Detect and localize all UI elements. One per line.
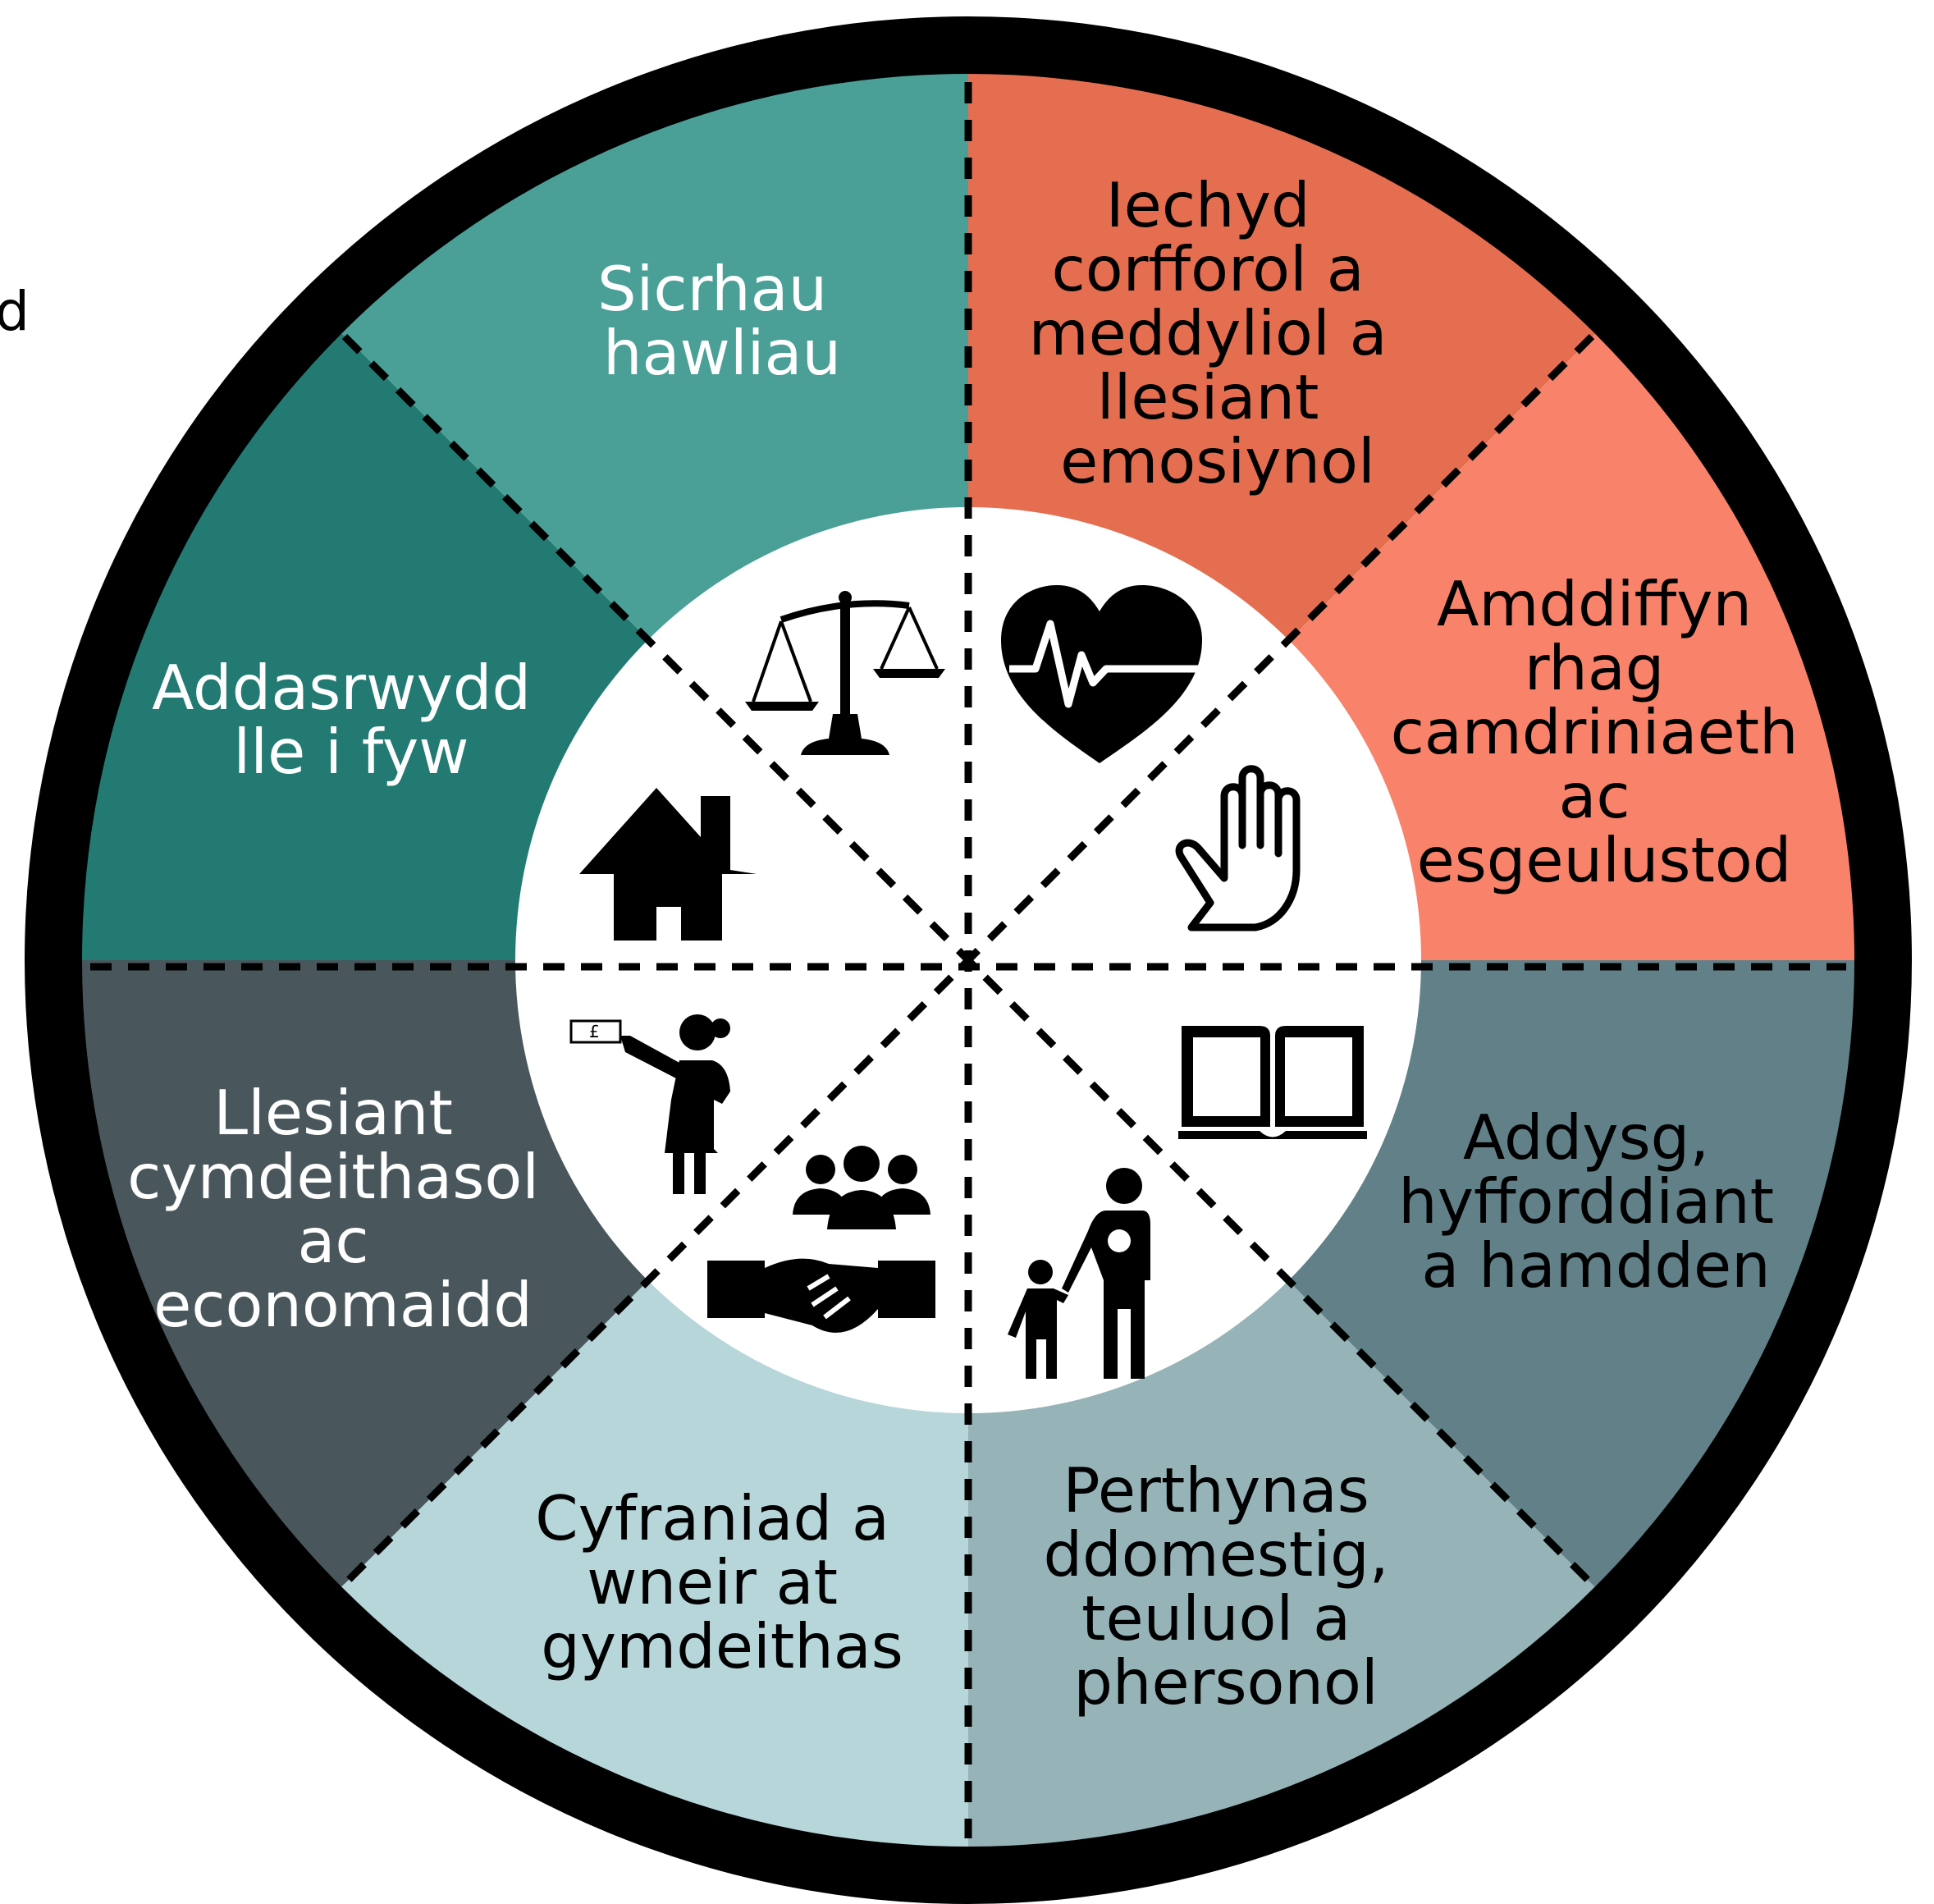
- heart-rate-icon: [1001, 585, 1202, 763]
- segment-relationships: [968, 960, 1854, 1847]
- woman-holding-money-icon: £: [569, 1014, 730, 1194]
- scales-of-justice-icon: [745, 591, 945, 755]
- segment-label-home: Addasrwydd lle i fyw: [152, 652, 551, 788]
- segment-dividers: [90, 82, 1846, 1838]
- segment-label-contribution: Cyfraniad a wneir at gymdeithas: [535, 1482, 909, 1682]
- segment-contribution: [82, 960, 968, 1847]
- house-icon: [579, 788, 757, 941]
- segment-label-relationships: Perthynas ddomestig, teuluol a phersonol: [1044, 1454, 1409, 1719]
- segment-label-rights: Sicrhau hawliau: [597, 253, 847, 389]
- svg-text:£: £: [589, 1022, 600, 1041]
- stray-text-fragment: d: [0, 280, 30, 343]
- parent-and-child-icon: [1008, 1168, 1150, 1379]
- handshake-group-icon: [707, 1146, 935, 1333]
- segment-label-protection: Amddiffyn rhag camdriniaeth ac esgeulust…: [1391, 568, 1818, 896]
- raised-hand-icon: [1175, 765, 1301, 931]
- segment-label-education: Addysg, hyfforddiant a hamdden: [1398, 1101, 1794, 1302]
- segment-label-health: Iechyd corfforol a meddyliol a llesiant …: [1029, 169, 1407, 497]
- open-book-icon: [1178, 1026, 1367, 1139]
- segment-label-social: Llesiant cymdeithasol ac economaidd: [127, 1077, 559, 1341]
